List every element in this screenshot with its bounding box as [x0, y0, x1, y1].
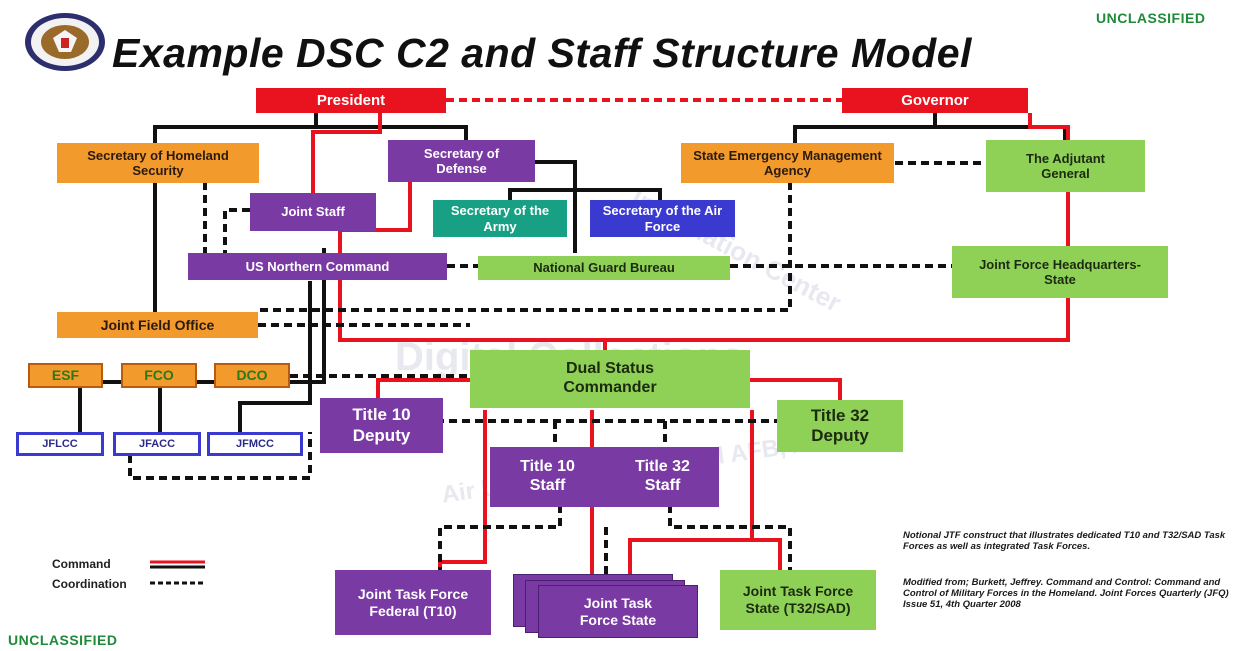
note-source-citation: Modified from; Burkett, Jeffrey. Command… — [903, 577, 1229, 610]
joint-staff-box: Joint Staff — [250, 193, 376, 231]
northcom-seal-logo — [24, 12, 106, 72]
fco-box: FCO — [121, 363, 197, 388]
secretary-of-defense-box: Secretary of Defense — [388, 140, 535, 182]
joint-force-headquarters-state-box: Joint Force Headquarters-State — [952, 246, 1168, 298]
jtf-state-t32-box: Joint Task Force State (T32/SAD) — [720, 570, 876, 630]
coordination-lines — [128, 98, 985, 578]
adjutant-general-box: The Adjutant General — [986, 140, 1145, 192]
note-notional-construct: Notional JTF construct that illustrates … — [903, 530, 1226, 552]
state-emergency-management-agency-box: State Emergency Management Agency — [681, 143, 894, 183]
governor-box: Governor — [842, 88, 1028, 113]
jflcc-box: JFLCC — [16, 432, 104, 456]
title-32-deputy-box: Title 32 Deputy — [777, 400, 903, 452]
title-10-deputy-box: Title 10 Deputy — [320, 398, 443, 453]
classification-top: UNCLASSIFIED — [1096, 10, 1206, 26]
page-title: Example DSC C2 and Staff Structure Model — [112, 30, 972, 76]
secretary-homeland-security-box: Secretary of Homeland Security — [57, 143, 259, 183]
legend-coordination-label: Coordination — [52, 577, 127, 591]
secretary-of-the-air-force-box: Secretary of the Air Force — [590, 200, 735, 237]
joint-field-office-box: Joint Field Office — [57, 312, 258, 338]
jfmcc-box: JFMCC — [207, 432, 303, 456]
staff-box: Title 10 Staff Title 32 Staff — [490, 447, 719, 507]
president-box: President — [256, 88, 446, 113]
jfacc-box: JFACC — [113, 432, 201, 456]
classification-bottom: UNCLASSIFIED — [8, 632, 118, 648]
dual-status-commander-box: Dual Status Commander — [470, 350, 750, 408]
esf-box: ESF — [28, 363, 103, 388]
dco-box: DCO — [214, 363, 290, 388]
us-northern-command-box: US Northern Command — [188, 253, 447, 280]
secretary-of-the-army-box: Secretary of the Army — [433, 200, 567, 237]
black-command-lines — [78, 113, 1067, 432]
legend-command-label: Command — [52, 557, 111, 571]
title-10-staff-label: Title 10 Staff — [500, 451, 595, 503]
jtf-state-box: Joint Task Force State — [538, 585, 698, 638]
national-guard-bureau-box: National Guard Bureau — [478, 256, 730, 280]
red-command-lines — [311, 113, 1070, 578]
title-32-staff-label: Title 32 Staff — [615, 451, 710, 503]
jtf-federal-box: Joint Task Force Federal (T10) — [335, 570, 491, 635]
